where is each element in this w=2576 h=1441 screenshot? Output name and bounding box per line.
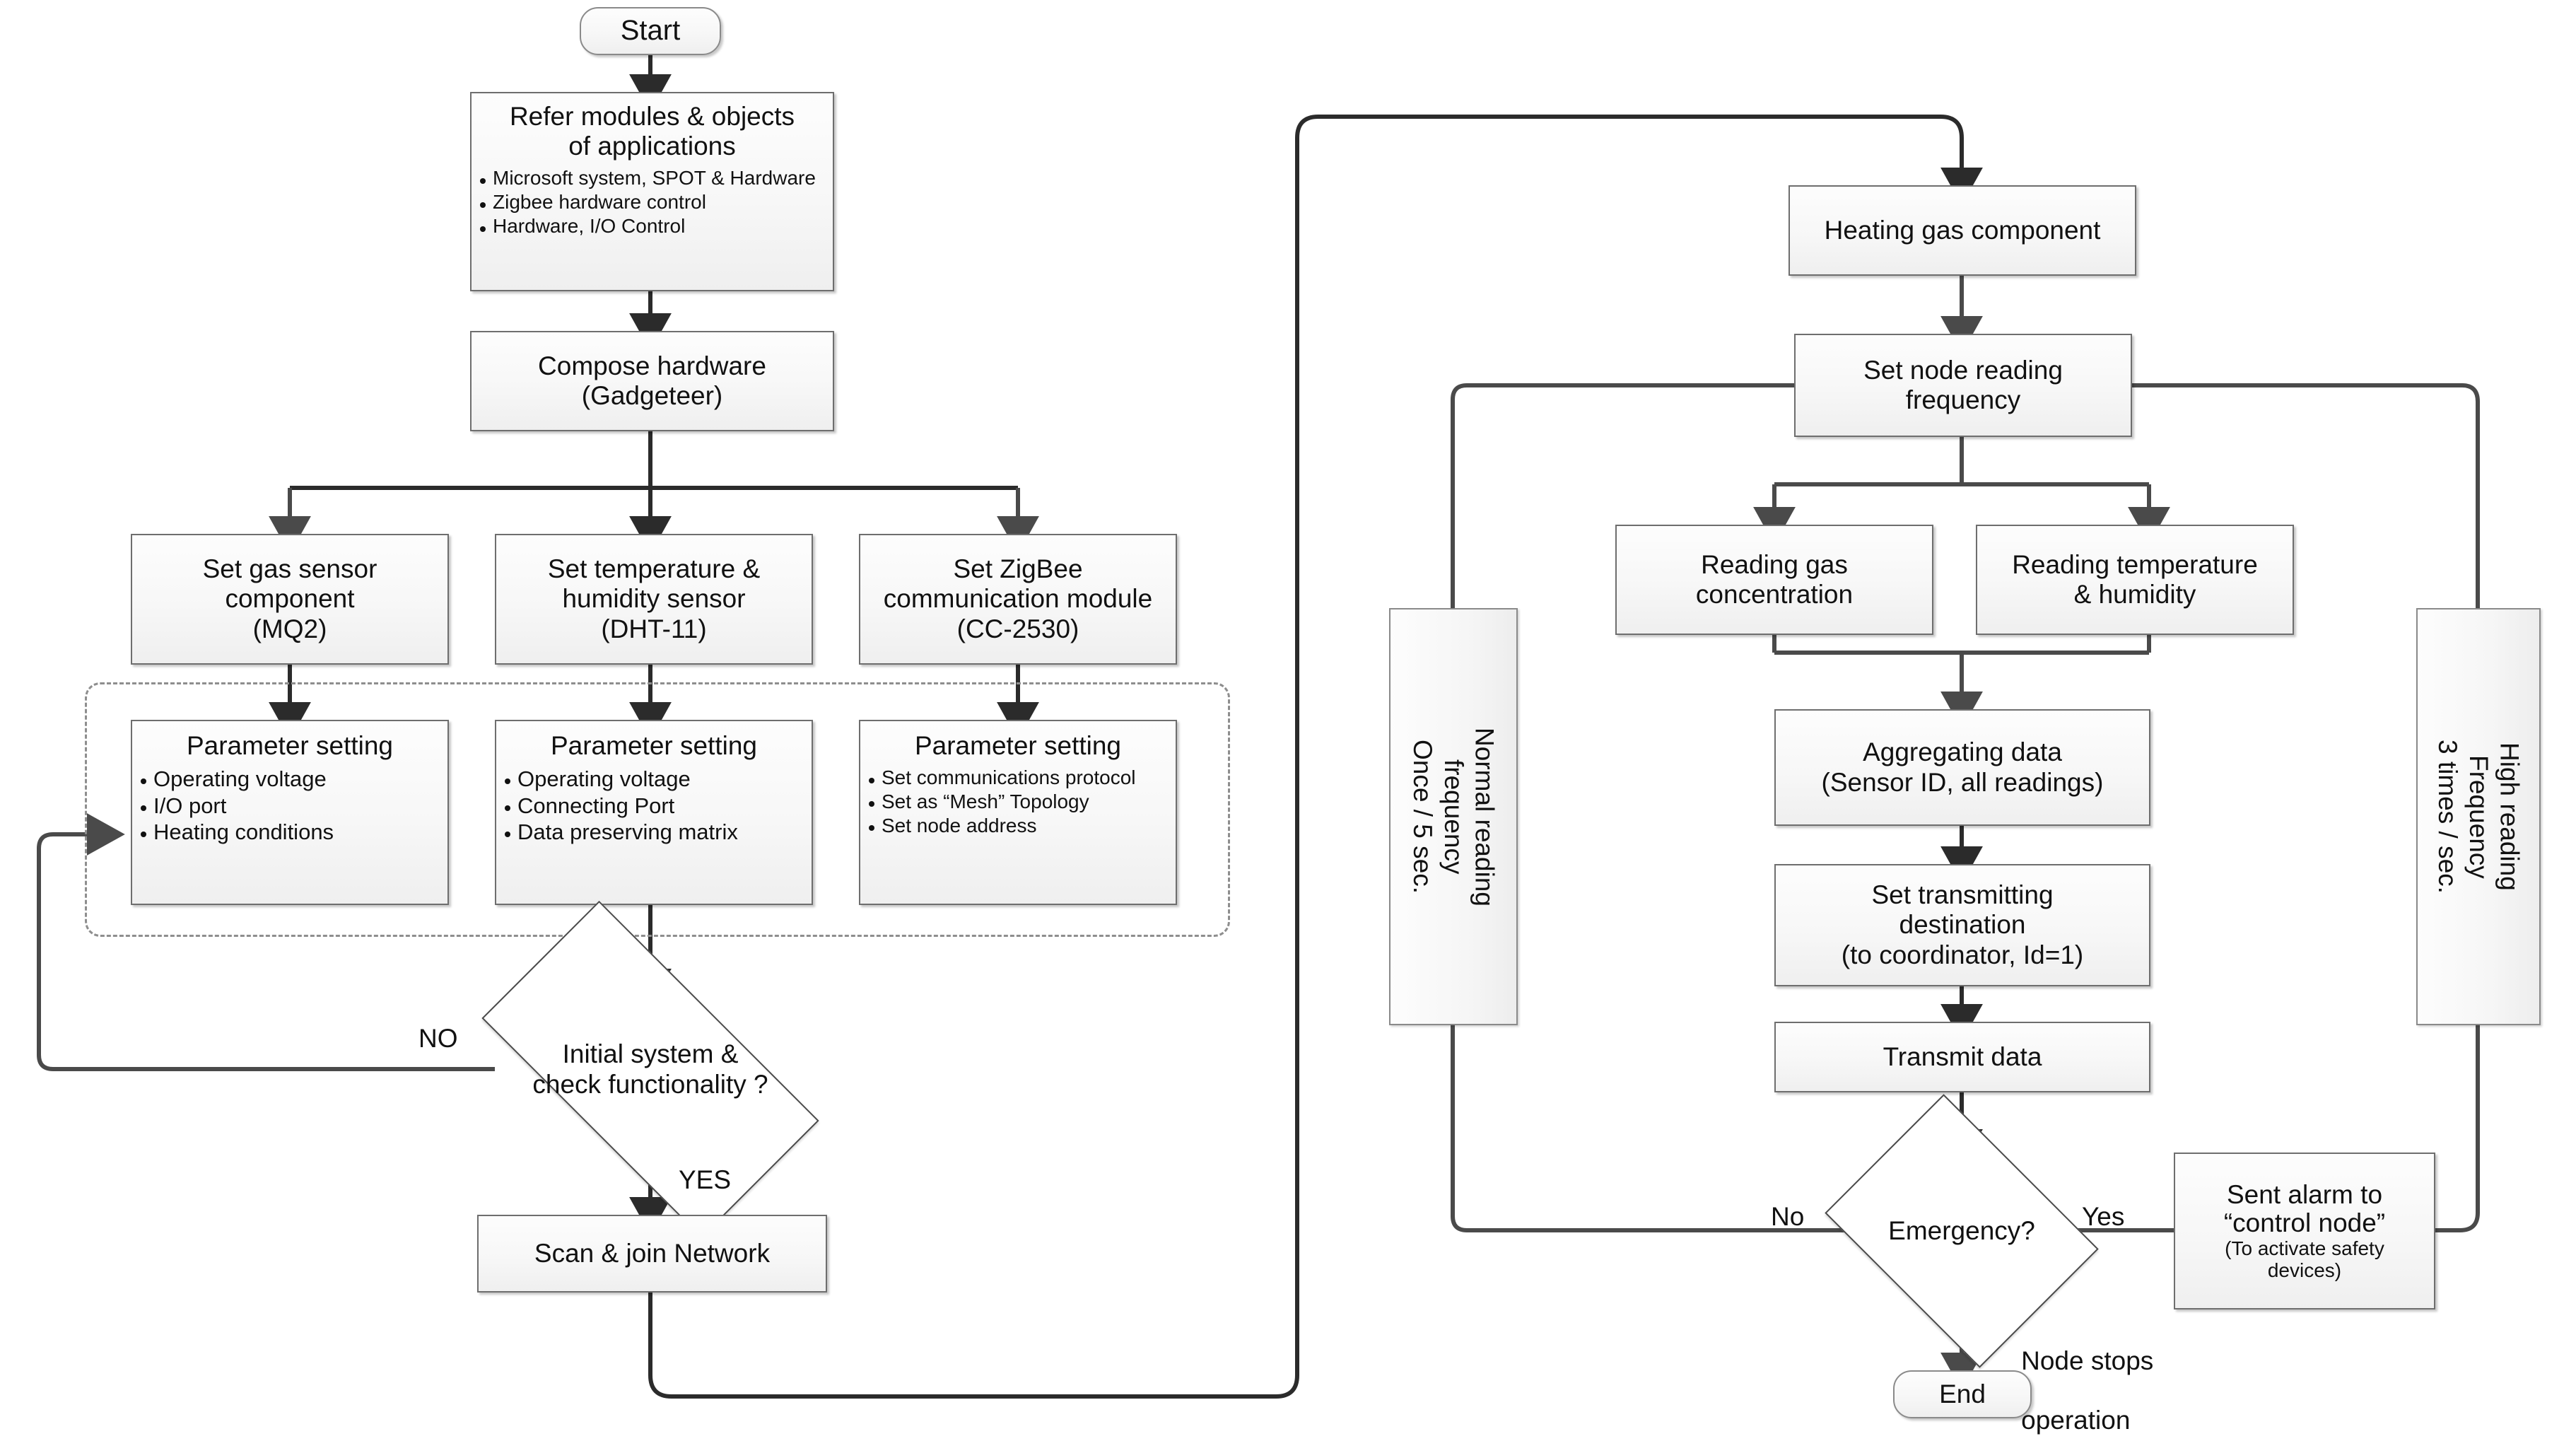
high-rate-text: High reading Frequency 3 times / sec. [2432,740,2525,894]
start-label: Start [620,15,681,47]
compose-hardware-box[interactable]: Compose hardware (Gadgeteer) [470,331,834,431]
list-item: Microsoft system, SPOT & Hardware [472,167,833,189]
normal-rate-line1: Normal reading [1470,727,1499,906]
scan-label: Scan & join Network [534,1238,771,1268]
list-item: Data preserving matrix [496,819,812,844]
end-note-line1: Node stops [2021,1346,2154,1375]
high-rate-line3: 3 times / sec. [2433,740,2463,894]
parameter-setting-gas-box[interactable]: Parameter setting Operating voltage I/O … [131,720,449,905]
list-item: Set as “Mesh” Topology [860,790,1176,813]
gas-line3: (MQ2) [252,614,327,643]
list-item: Hardware, I/O Control [472,215,833,238]
alarm-line1: Sent alarm to [2226,1179,2383,1209]
readgas-line2: concentration [1695,580,1854,609]
temp-line2: humidity sensor [562,584,746,614]
param3-bullet-list: Set communications protocol Set as “Mesh… [860,765,1176,839]
temp-line3: (DHT-11) [601,614,707,643]
destination-line1: Set transmitting [1871,880,2054,910]
normal-rate-line2: frequency [1439,759,1468,875]
reading-temperature-humidity-box[interactable]: Reading temperature & humidity [1976,525,2294,635]
alarm-line2: “control node” [2223,1208,2386,1238]
emergency-no-label: No [1771,1202,1805,1231]
aggregating-data-box[interactable]: Aggregating data (Sensor ID, all reading… [1774,709,2150,826]
list-item: Operating voltage [132,766,447,791]
gas-line1: Set gas sensor [202,554,377,584]
transmit-label: Transmit data [1883,1042,2042,1071]
normal-reading-frequency-box[interactable]: Normal reading frequency Once / 5 sec. [1389,608,1518,1025]
list-item: Set node address [860,815,1176,837]
alarm-line4: devices) [2267,1259,2342,1281]
end-note-line2: operation [2021,1406,2131,1435]
setfreq-line2: frequency [1905,385,2021,414]
destination-line3: (to coordinator, Id=1) [1841,940,2084,969]
param2-title: Parameter setting [550,731,758,760]
sent-alarm-box[interactable]: Sent alarm to “control node” (To activat… [2174,1153,2435,1309]
heating-gas-component-box[interactable]: Heating gas component [1788,185,2136,276]
param1-title: Parameter setting [186,731,394,760]
high-rate-line2: Frequency [2464,754,2493,879]
zigbee-line3: (CC-2530) [956,614,1079,643]
set-gas-sensor-box[interactable]: Set gas sensor component (MQ2) [131,534,449,665]
refer-title-line2: of applications [568,132,736,161]
high-reading-frequency-box[interactable]: High reading Frequency 3 times / sec. [2416,608,2541,1025]
setfreq-line1: Set node reading [1863,355,2063,385]
node-stops-operation-note: Node stops operation [1992,1317,2153,1441]
decision-line1: Initial system & [562,1039,739,1068]
list-item: I/O port [132,793,447,818]
temp-line1: Set temperature & [547,554,761,584]
zigbee-line2: communication module [883,584,1153,614]
readgas-line1: Reading gas [1701,549,1848,579]
reading-gas-concentration-box[interactable]: Reading gas concentration [1615,525,1933,635]
end-label: End [1939,1379,1986,1408]
scan-join-network-box[interactable]: Scan & join Network [477,1215,827,1293]
emergency-decision[interactable]: Emergency? [1825,1094,2099,1368]
param3-title: Parameter setting [914,731,1122,760]
destination-line2: destination [1899,910,2026,940]
normal-rate-line3: Once / 5 sec. [1408,739,1438,894]
refer-modules-box[interactable]: Refer modules & objects of applications … [470,92,834,291]
decision-no-label: NO [418,1024,458,1053]
emergency-yes-label: Yes [2082,1202,2125,1231]
decision-yes-label: YES [679,1165,732,1194]
refer-title-line1: Refer modules & objects [509,102,795,131]
param1-bullet-list: Operating voltage I/O port Heating condi… [132,765,447,846]
parameter-setting-group [85,682,1230,937]
end-terminal[interactable]: End [1893,1370,2032,1418]
decision-line2: check functionality ? [532,1069,768,1099]
high-rate-line1: High reading [2495,742,2524,891]
set-transmitting-destination-box[interactable]: Set transmitting destination (to coordin… [1774,864,2150,986]
normal-rate-text: Normal reading frequency Once / 5 sec. [1407,728,1500,906]
heating-label: Heating gas component [1824,215,2101,245]
compose-line2: (Gadgeteer) [581,381,723,410]
emergency-text: Emergency? [1888,1215,2035,1245]
initial-system-decision[interactable]: Initial system & check functionality ? [481,900,819,1239]
set-node-reading-frequency-box[interactable]: Set node reading frequency [1794,334,2132,437]
readtemp-line1: Reading temperature [2012,549,2258,579]
aggregate-line2: (Sensor ID, all readings) [1821,767,2104,797]
readtemp-line2: & humidity [2073,580,2196,609]
edge-alarm-right-up [2435,1025,2480,1232]
start-terminal[interactable]: Start [580,7,721,55]
alarm-line3: (To activate safety [2225,1237,2384,1259]
list-item: Set communications protocol [860,766,1176,789]
param2-bullet-list: Operating voltage Connecting Port Data p… [496,765,812,846]
list-item: Connecting Port [496,793,812,818]
aggregate-line1: Aggregating data [1863,737,2062,767]
parameter-setting-zigbee-box[interactable]: Parameter setting Set communications pro… [859,720,1177,905]
compose-line1: Compose hardware [538,351,766,380]
list-item: Heating conditions [132,819,447,844]
list-item: Operating voltage [496,766,812,791]
list-item: Zigbee hardware control [472,191,833,214]
transmit-data-box[interactable]: Transmit data [1774,1022,2150,1092]
set-zigbee-box[interactable]: Set ZigBee communication module (CC-2530… [859,534,1177,665]
zigbee-line1: Set ZigBee [953,554,1083,584]
decision-text: Initial system & check functionality ? [525,1039,775,1099]
set-temp-humidity-box[interactable]: Set temperature & humidity sensor (DHT-1… [495,534,813,665]
parameter-setting-temp-box[interactable]: Parameter setting Operating voltage Conn… [495,720,813,905]
gas-line2: component [225,584,355,614]
refer-bullet-list: Microsoft system, SPOT & Hardware Zigbee… [472,165,833,239]
